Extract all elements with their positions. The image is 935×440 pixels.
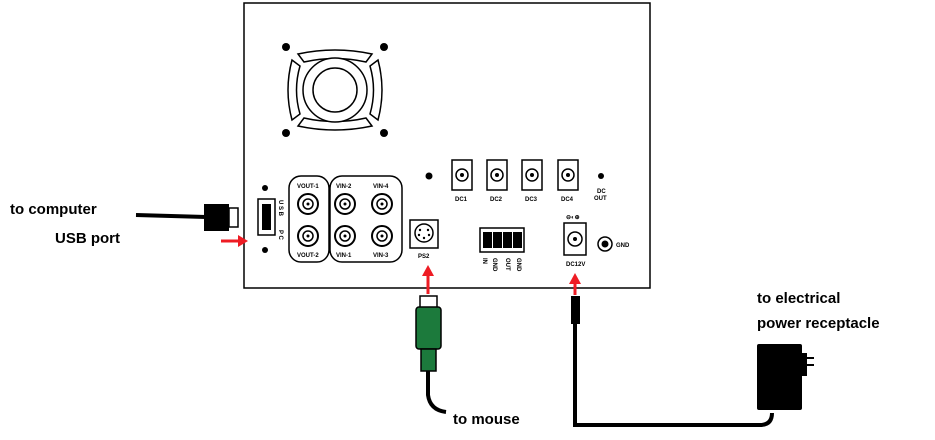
dc4-label: DC4 (561, 197, 574, 203)
polarity-symbol: ⊖◐⊕ (566, 215, 580, 221)
dc12v-jack (563, 222, 587, 256)
usb-vertical-label: U S B (277, 200, 283, 217)
dc2-label: DC2 (490, 197, 503, 203)
power-plug (571, 296, 580, 324)
terminal-block (479, 227, 525, 253)
pc-vertical-label: P C (277, 230, 283, 241)
vin2-label: VIN-2 (336, 184, 352, 190)
power-callout-line2: power receptacle (757, 315, 880, 332)
panel-screw (425, 172, 433, 180)
terminal-label-3: OUT (504, 258, 510, 271)
usb-callout-line1: to computer (10, 201, 97, 218)
vin1-label: VIN-1 (336, 253, 352, 259)
vout1-label: VOUT-1 (297, 184, 319, 190)
vin4-label: VIN-4 (373, 184, 389, 190)
ps2-arrow (422, 265, 434, 294)
dc-out-label-line2: OUT (594, 196, 607, 202)
usb-port (257, 185, 276, 253)
ps2-label: PS2 (418, 254, 430, 260)
dc-out-dot (598, 173, 604, 179)
terminal-label-1: IN (481, 258, 487, 264)
usb-cable (135, 213, 207, 219)
vout2-label: VOUT-2 (297, 253, 319, 259)
dc12v-label: DC12V (566, 262, 585, 268)
bnc-connectors (297, 193, 393, 247)
gnd-label: GND (616, 243, 630, 249)
power-adapter (757, 344, 814, 410)
gnd-terminal (597, 236, 613, 252)
dc-out-label-line1: DC (597, 189, 606, 195)
usb-plug (204, 204, 239, 231)
dc3-label: DC3 (525, 197, 538, 203)
power-arrow (569, 273, 581, 295)
mouse-callout: to mouse (453, 411, 520, 428)
fan-grille (282, 43, 388, 137)
power-cable (573, 324, 774, 427)
power-callout-line1: to electrical (757, 290, 840, 307)
terminal-label-2: GND (491, 258, 497, 272)
terminal-label-4: GND (515, 258, 521, 272)
vin3-label: VIN-3 (373, 253, 389, 259)
mouse-cable (426, 369, 447, 414)
dc-out-jacks (451, 159, 579, 191)
usb-arrow (221, 235, 248, 247)
dc1-label: DC1 (455, 197, 468, 203)
ps2-port (409, 219, 439, 249)
mouse-plug (415, 295, 442, 372)
usb-callout-line2: USB port (55, 230, 120, 247)
